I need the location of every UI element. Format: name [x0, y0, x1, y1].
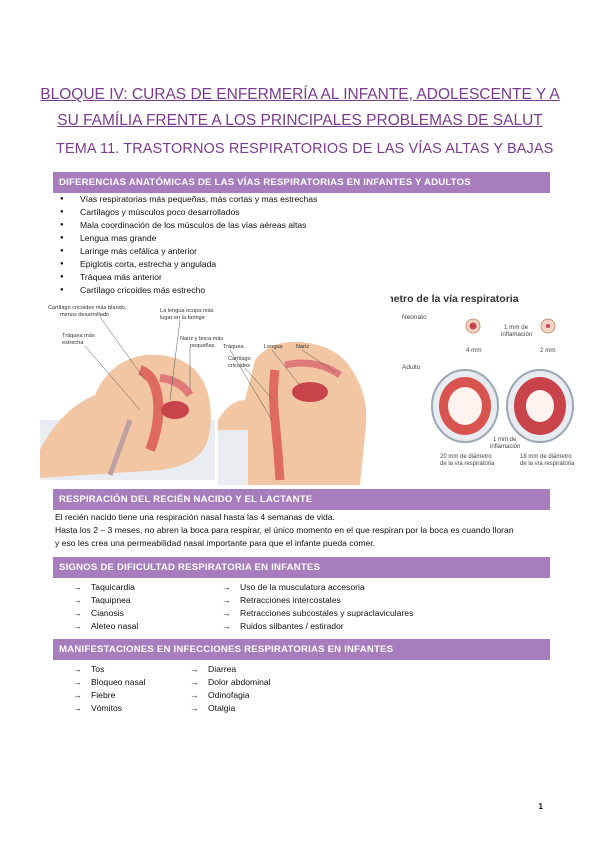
list-item: →Retracciones intercostales	[222, 595, 341, 605]
label-adulto: Adulto	[402, 364, 421, 371]
list-item: Cartílagos y músculos poco desarrollados	[60, 206, 317, 219]
arrow-icon: →	[73, 608, 82, 618]
section-header-respiratory-distress: SIGNOS DE DIFICULTAD RESPIRATORIA EN INF…	[53, 557, 550, 578]
list-item: →Uso de la musculatura accesoria	[222, 582, 365, 592]
block-title: BLOQUE IV: CURAS DE ENFERMERÍA AL INFANT…	[40, 82, 560, 134]
list-item: Laringe más cefálica y anterior	[60, 245, 317, 258]
list-item: →Aleteo nasal	[73, 621, 139, 631]
arrow-icon: →	[73, 595, 82, 605]
label-adulto-20-l2: de la vía respiratoria	[440, 461, 495, 467]
arrow-icon: →	[222, 595, 231, 605]
label-nariz-l1: Nariz y boca más	[180, 336, 223, 342]
newborn-line-2: Hasta los 2 – 3 meses, no abren la boca …	[55, 525, 514, 535]
label-lengua-l1: La lengua ocupa más	[160, 308, 214, 314]
airway-diameter-illustration: Diámetro de la vía respiratoria Neonato …	[368, 286, 590, 476]
label-cricoides-l1: Cartílago cricoides más blando,	[48, 305, 127, 311]
airway-comparison-illustration: Cartílago cricoides más blando, menos de…	[40, 300, 390, 485]
list-item: →Tos	[73, 664, 105, 674]
label-adulto-inflam-l2: inflamación	[490, 444, 520, 450]
label-nariz-adulto: Nariz	[296, 344, 309, 350]
arrow-icon: →	[73, 582, 82, 592]
list-item: →Diarrea	[190, 664, 237, 674]
label-traquea-l2: estrecha	[62, 340, 84, 346]
arrow-icon: →	[190, 703, 199, 713]
label-inflam-l1: 1 mm de	[504, 324, 529, 331]
list-item: →Ruidos silbantes / estirador	[222, 621, 344, 631]
label-traquea-adulto: Tráquea	[223, 344, 245, 350]
arrow-icon: →	[73, 677, 82, 687]
arrow-icon: →	[73, 703, 82, 713]
label-neonato-2mm: 2 mm	[540, 347, 555, 354]
manifestations-right: →Diarrea →Dolor abdominal →Odinofagia →O…	[190, 663, 271, 715]
list-item: Cartílago cricoides más estrecho	[60, 284, 317, 297]
page-number: 1	[538, 802, 543, 811]
label-neonato: Neonato	[402, 314, 427, 321]
arrow-icon: →	[190, 690, 199, 700]
arrow-icon: →	[73, 621, 82, 631]
section-header-newborn-breathing: RESPIRACIÓN DEL RECIÉN NACIDO Y EL LACTA…	[53, 489, 550, 510]
label-adulto-18-l2: de la vía respiratoria	[520, 461, 575, 467]
diameter-title: Diámetro de la vía respiratoria	[390, 293, 519, 305]
distress-signs-left: →Taquicardia →Taquipnea →Cianosis →Alete…	[73, 581, 138, 633]
arrow-icon: →	[73, 664, 82, 674]
infant-head-drawing	[40, 354, 215, 480]
airway-diameter-svg: Diámetro de la vía respiratoria Neonato …	[368, 293, 575, 467]
newborn-line-3: y eso les crea una permeabilidad nasal i…	[55, 538, 376, 548]
list-item: →Fiebre	[73, 690, 116, 700]
neonate-airway-normal	[465, 318, 481, 334]
section-header-anatomy: DIFERENCIAS ANATÓMICAS DE LAS VÍAS RESPI…	[53, 172, 550, 193]
label-neonato-4mm: 4 mm	[466, 347, 481, 354]
label-adulto-inflam-l1: 1 mm de	[493, 437, 517, 443]
list-item: →Taquipnea	[73, 595, 131, 605]
block-title-line-1: BLOQUE IV: CURAS DE ENFERMERÍA AL INFANT…	[40, 86, 560, 103]
label-inflam-l2: inflamación	[501, 331, 533, 338]
section-header-infection-manifestations: MANIFESTACIONES EN INFECCIONES RESPIRATO…	[53, 639, 550, 660]
list-item: →Cianosis	[73, 608, 124, 618]
list-item: →Otalgia	[190, 703, 236, 713]
label-lengua-adulto: Lengua	[264, 344, 284, 350]
arrow-icon: →	[222, 582, 231, 592]
label-traquea-l1: Tráquea más	[62, 333, 95, 339]
adult-airway-inflamed	[506, 369, 574, 443]
arrow-icon: →	[222, 608, 231, 618]
newborn-breathing-text: El recién nacido tiene una respiración n…	[55, 511, 550, 550]
list-item: →Retracciones subcostales y supraclavicu…	[222, 608, 414, 618]
list-item: Vías respiratorias más pequeñas, más cor…	[60, 193, 317, 206]
block-title-line-2: SU FAMÍLIA FRENTE A LOS PRINCIPALES PROB…	[57, 112, 543, 129]
arrow-icon: →	[190, 664, 199, 674]
list-item: Lengua mas grande	[60, 232, 317, 245]
list-item: →Vómitos	[73, 703, 123, 713]
list-item: Tráquea más anterior	[60, 271, 317, 284]
airway-comparison-svg: Cartílago cricoides más blando, menos de…	[40, 305, 367, 485]
newborn-line-1: El recién nacido tiene una respiración n…	[55, 512, 335, 522]
label-lengua-l2: lugar en la faringe	[160, 315, 205, 321]
list-item: →Bloqueo nasal	[73, 677, 146, 687]
label-cartilago-l1: Cartílago	[228, 356, 251, 362]
anatomy-bullet-list: Vías respiratorias más pequeñas, más cor…	[60, 193, 317, 297]
manifestations-left: →Tos →Bloqueo nasal →Fiebre →Vómitos	[73, 663, 145, 715]
distress-signs-right: →Uso de la musculatura accesoria →Retrac…	[222, 581, 413, 633]
label-adulto-18-l1: 18 mm de diámetro	[520, 454, 572, 460]
list-item: Mala coordinación de los músculos de las…	[60, 219, 317, 232]
adult-head-drawing	[218, 341, 367, 485]
adult-airway-normal	[431, 369, 499, 443]
label-adulto-20-l1: 20 mm de diámetro	[440, 454, 492, 460]
list-item: Epiglotis corta, estrecha y angulada	[60, 258, 317, 271]
tema-title: TEMA 11. TRASTORNOS RESPIRATORIOS DE LAS…	[56, 141, 554, 157]
label-cartilago-l2: cricoides	[228, 363, 250, 369]
arrow-icon: →	[222, 621, 231, 631]
label-nariz-l2: pequeñas	[190, 343, 215, 349]
arrow-icon: →	[190, 677, 199, 687]
neonate-airway-inflamed	[540, 318, 556, 334]
list-item: →Odinofagia	[190, 690, 250, 700]
label-cricoides-l2: menos desarrollado	[60, 312, 109, 318]
list-item: →Dolor abdominal	[190, 677, 271, 687]
list-item: →Taquicardia	[73, 582, 135, 592]
arrow-icon: →	[73, 690, 82, 700]
